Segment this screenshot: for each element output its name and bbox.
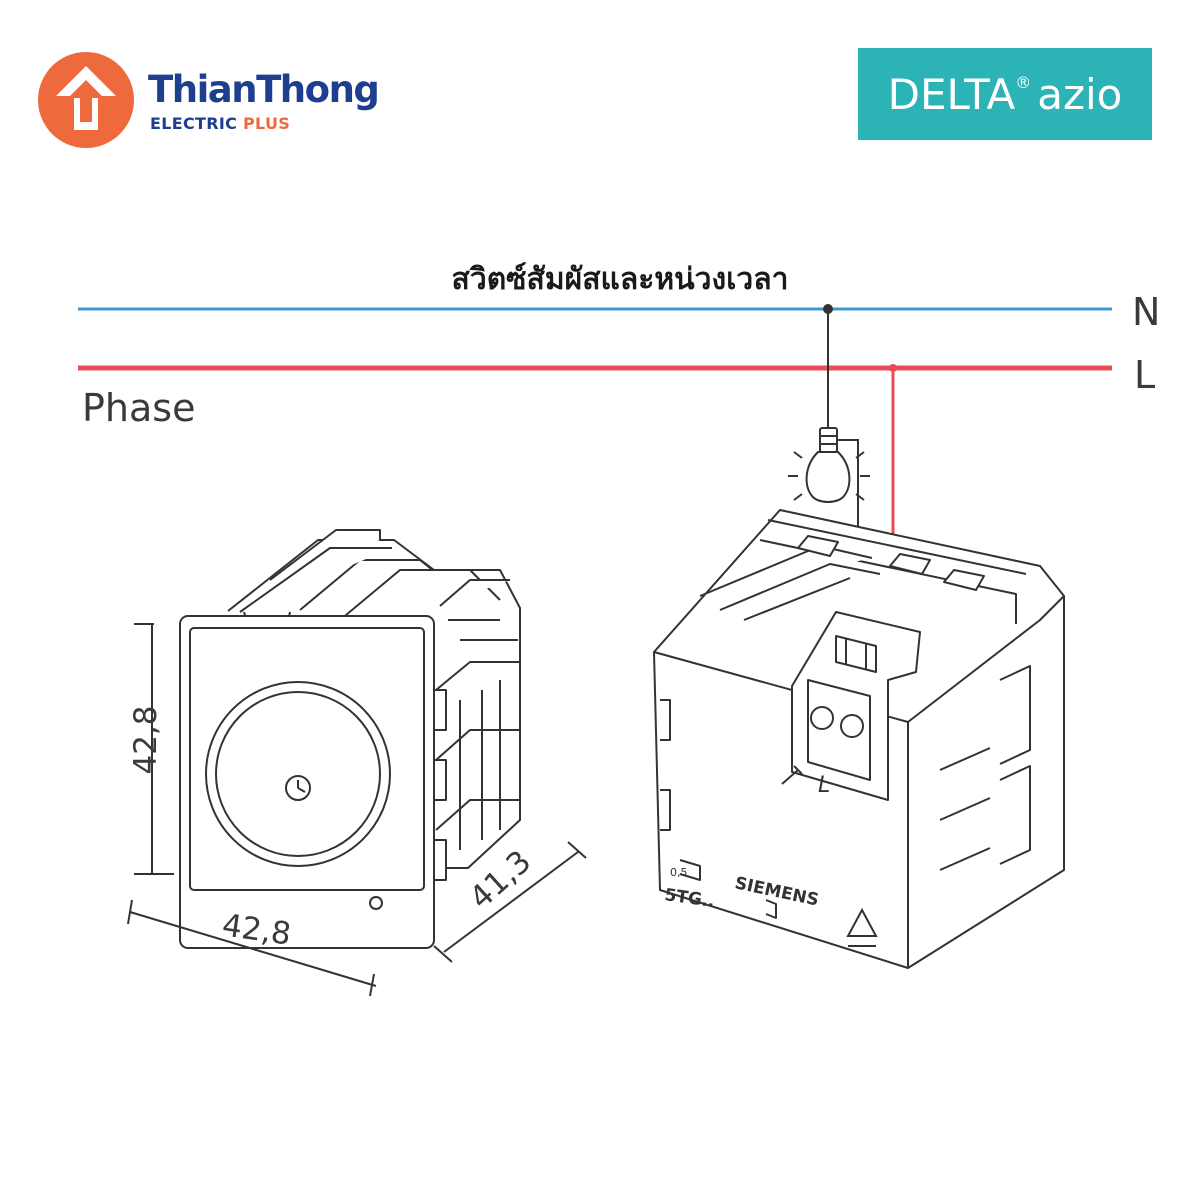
dimension-lines	[127, 623, 587, 997]
switch-module-back	[653, 509, 1065, 969]
brand-name: ThianThong	[148, 68, 380, 111]
series-suffix: azio	[1037, 69, 1123, 119]
terminal-label: L	[818, 773, 830, 798]
series-name: DELTA	[887, 69, 1016, 119]
brand-tagline-word1: ELECTRIC	[150, 114, 238, 133]
phase-label: Phase	[82, 386, 196, 430]
switch-module-front	[179, 529, 521, 949]
neutral-wire-label: N	[1132, 290, 1161, 334]
screwdriver-icon	[781, 765, 803, 785]
house-arrow-icon	[38, 52, 134, 148]
registered-mark: ®	[1015, 72, 1032, 92]
diagram-title: สวิตซ์สัมผัสและหน่วงเวลา	[451, 262, 789, 297]
brand-tagline-word2: PLUS	[243, 114, 291, 133]
line-wire-label: L	[1134, 353, 1156, 397]
height-dimension-label: 42,8	[128, 705, 164, 775]
wire-gauge-mark: 0,5	[670, 866, 688, 879]
brand-tagline: ELECTRIC PLUS	[150, 114, 290, 133]
clock-icon	[285, 775, 311, 801]
brand-logo: ThianThong ELECTRIC PLUS	[36, 50, 416, 150]
recycle-icon	[846, 907, 878, 947]
series-badge: DELTA®azio	[858, 48, 1152, 140]
